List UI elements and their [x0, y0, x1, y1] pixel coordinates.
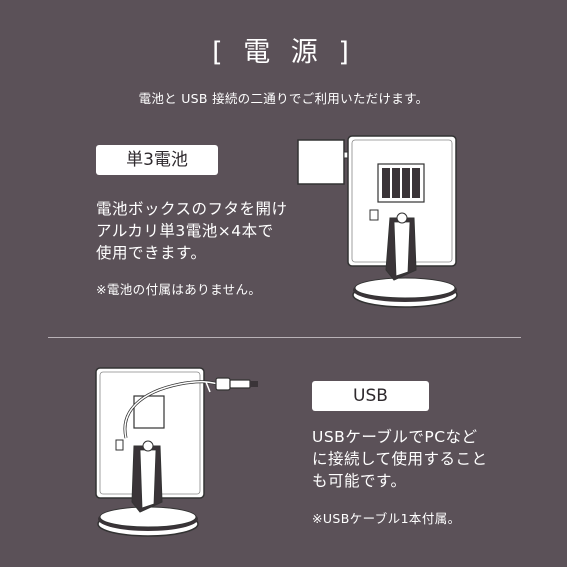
usb-mirror-illustration [95, 367, 258, 537]
battery-description: 電池ボックスのフタを開け アルカリ単3電池×4本で 使用できます。 [96, 200, 288, 262]
battery-mirror-illustration [297, 135, 458, 308]
section-divider [48, 337, 521, 338]
usb-note: ※USBケーブル1本付属。 [312, 511, 461, 526]
battery-note: ※電池の付属はありません。 [96, 282, 262, 297]
battery-label: 単3電池 [96, 145, 218, 175]
page-subtitle: 電池と USB 接続の二通りでご利用いただけます。 [138, 91, 429, 106]
page-title: [ 電 源 ] [212, 37, 355, 68]
usb-description: USBケーブルでPCなど に接続して使用すること も可能です。 [312, 428, 488, 490]
usb-label: USB [312, 381, 429, 411]
